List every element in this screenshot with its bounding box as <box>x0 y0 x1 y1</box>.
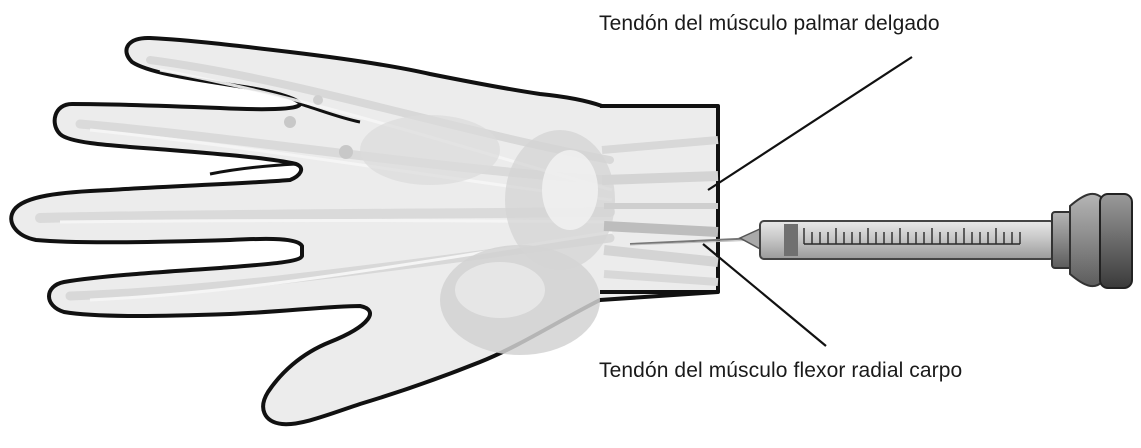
knuckle-1 <box>284 116 296 128</box>
carpal-ligament-highlight <box>542 150 598 230</box>
leader-line-top <box>708 57 912 190</box>
knuckle-2 <box>339 145 353 159</box>
finger-gap-2 <box>210 164 296 174</box>
syringe-grip <box>1070 194 1102 286</box>
knuckle-3 <box>313 95 323 105</box>
label-flexor-carpi-radialis-tendon: Tendón del músculo flexor radial carpo <box>599 359 962 383</box>
syringe-hub <box>740 228 762 250</box>
thenar-muscle-highlight <box>455 262 545 318</box>
syringe-plunger-cap <box>1100 194 1132 288</box>
syringe-plunger-tip <box>784 224 798 256</box>
hypothenar-shade <box>360 115 500 185</box>
label-palmaris-longus-tendon: Tendón del músculo palmar delgado <box>599 12 940 36</box>
